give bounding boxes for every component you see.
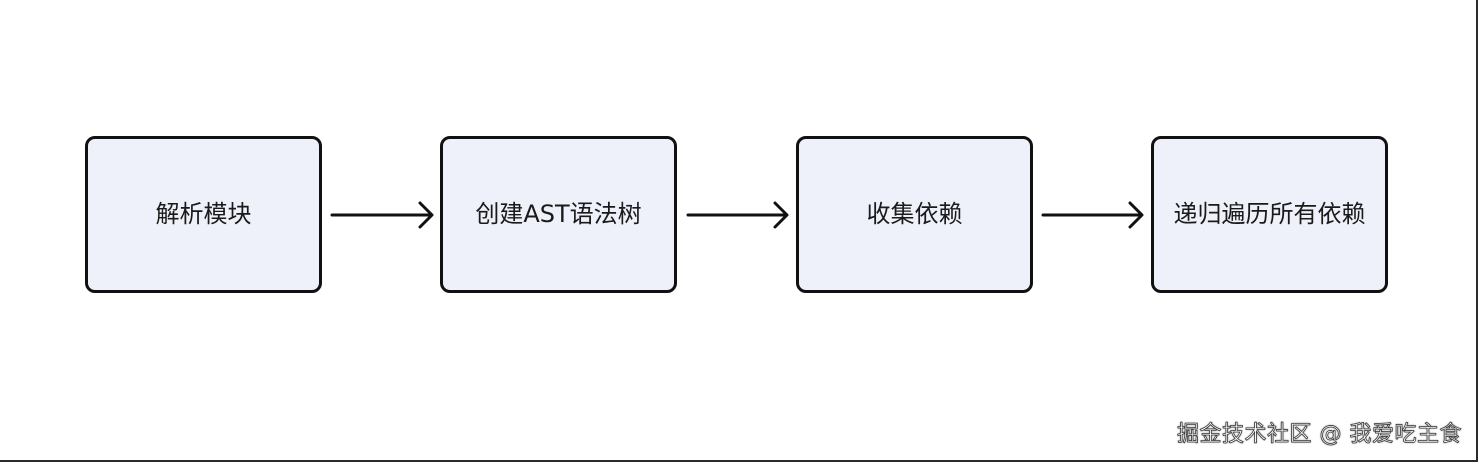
node-label: 递归遍历所有依赖 [1173,200,1366,229]
watermark-text: 掘金技术社区 @ 我爱吃主食 [1177,422,1462,448]
node-collect-dependencies: 收集依赖 [796,136,1033,293]
node-label: 解析模块 [155,200,252,229]
node-traverse-dependencies: 递归遍历所有依赖 [1151,136,1388,293]
arrow-n1-to-n2 [330,201,434,229]
node-label: 创建AST语法树 [475,200,642,229]
arrow-n3-to-n4 [1041,201,1144,229]
node-create-ast: 创建AST语法树 [440,136,677,293]
node-label: 收集依赖 [866,200,963,229]
arrow-n2-to-n3 [686,201,789,229]
node-parse-module: 解析模块 [85,136,322,293]
